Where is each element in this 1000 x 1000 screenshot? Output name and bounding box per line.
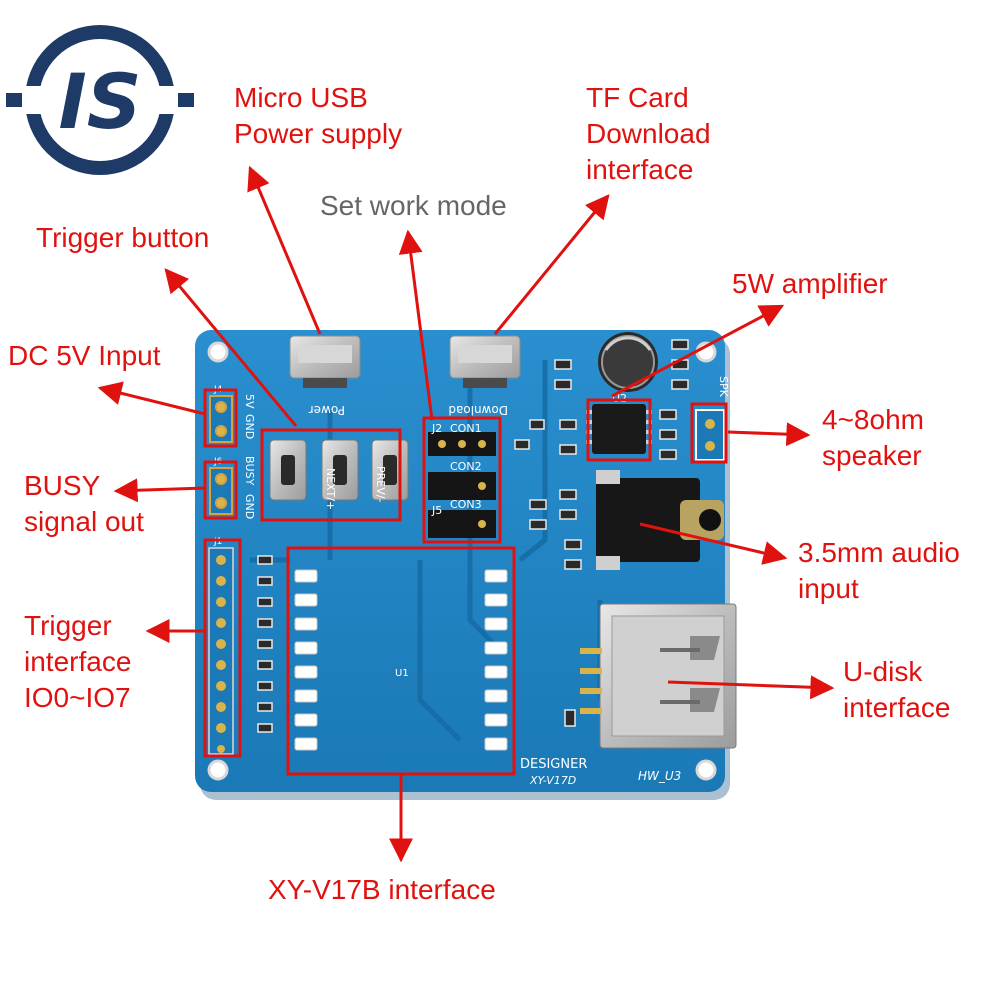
label-xy-v17b-interface: XY-V17B interface xyxy=(268,874,496,905)
svg-text:HW_U3: HW_U3 xyxy=(638,769,681,783)
svg-text:PREV/-: PREV/- xyxy=(374,466,387,502)
svg-text:BUSY: BUSY xyxy=(243,456,256,486)
svg-text:J5: J5 xyxy=(431,504,442,517)
svg-text:GND: GND xyxy=(243,414,256,439)
speaker-highlight xyxy=(690,402,728,464)
label-busy: BUSY signal out xyxy=(24,470,144,537)
dc-input-highlight xyxy=(203,388,238,448)
svg-text:CON3: CON3 xyxy=(450,498,482,511)
work-mode-highlight xyxy=(422,416,502,544)
label-tf-card: TF Card Download interface xyxy=(586,82,711,185)
logo-letters: IS xyxy=(58,57,141,146)
label-5w-amplifier: 5W amplifier xyxy=(732,268,888,299)
svg-text:CON1: CON1 xyxy=(450,422,482,435)
svg-text:GND: GND xyxy=(243,494,256,519)
audio-jack xyxy=(596,470,724,570)
amplifier-chip xyxy=(592,404,646,454)
svg-text:CON2: CON2 xyxy=(450,460,482,473)
svg-text:J1: J1 xyxy=(213,537,222,547)
label-udisk: U-disk interface xyxy=(843,656,951,723)
micro-usb-download-connector xyxy=(449,335,521,388)
svg-text:U1: U1 xyxy=(395,668,409,679)
label-set-work-mode: Set work mode xyxy=(320,190,507,221)
work-mode-jumpers xyxy=(428,432,496,538)
label-trigger-interface: Trigger interface IO0~IO7 xyxy=(24,610,132,713)
svg-text:J2: J2 xyxy=(431,422,442,435)
amplifier-highlight xyxy=(586,398,652,462)
usb-a-connector xyxy=(599,603,737,749)
label-speaker: 4~8ohm speaker xyxy=(822,404,924,471)
svg-text:DESIGNER: DESIGNER xyxy=(520,757,587,772)
micro-usb-power-connector xyxy=(289,335,361,388)
svg-text:XY-V17D: XY-V17D xyxy=(529,774,576,787)
electrolytic-capacitor xyxy=(598,332,658,392)
label-dc-5v-input: DC 5V Input xyxy=(8,340,161,371)
label-trigger-button: Trigger button xyxy=(36,222,210,253)
trigger-button-highlight xyxy=(260,428,402,522)
brand-logo: IS xyxy=(6,25,194,175)
svg-text:Download: Download xyxy=(448,403,508,417)
label-audio-input: 3.5mm audio input xyxy=(798,537,960,604)
svg-text:5V: 5V xyxy=(243,394,256,409)
label-micro-usb: Micro USB Power supply xyxy=(234,82,403,149)
svg-text:SPK: SPK xyxy=(717,376,730,398)
busy-highlight xyxy=(203,460,238,520)
trigger-interface-highlight xyxy=(203,538,242,758)
svg-text:Power: Power xyxy=(309,403,345,417)
svg-text:NEXT/+: NEXT/+ xyxy=(324,468,337,510)
